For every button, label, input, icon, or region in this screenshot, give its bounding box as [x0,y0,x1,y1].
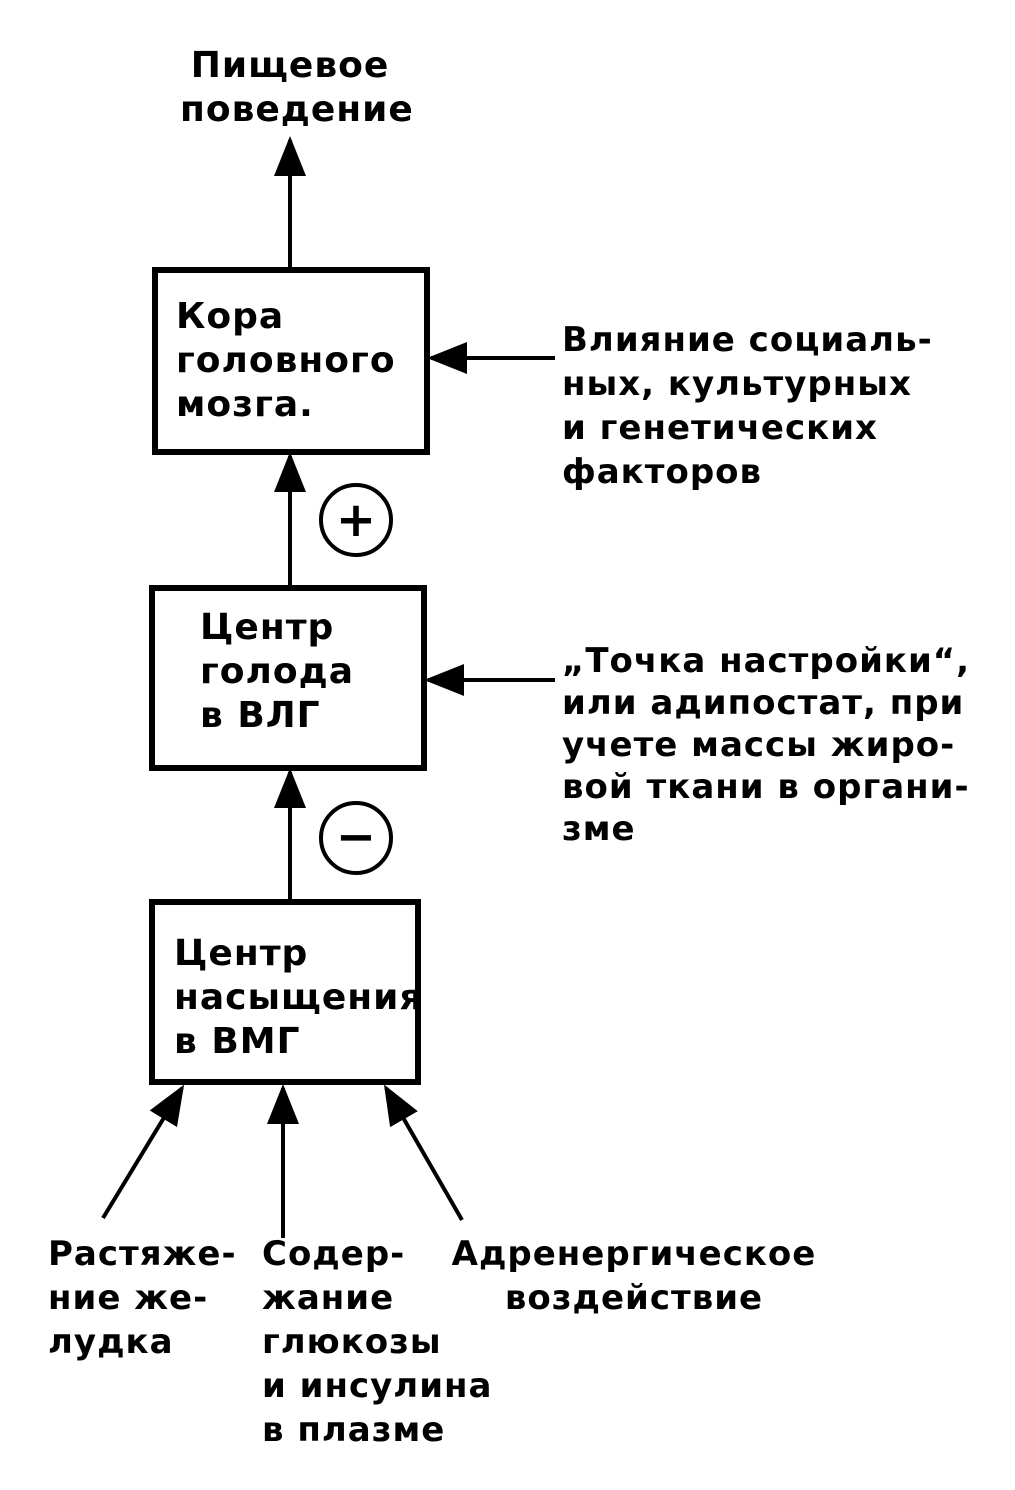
hunger-center-line: Центр [200,607,335,648]
satiety-center-line: Центр [174,933,309,974]
plus-sign-circle [319,483,393,557]
stomach-stretch-label: Растяже- ние же- лудка [48,1232,237,1364]
arrow-adrenergic-to-satiety [384,1084,464,1221]
glucose-insulin-line: и инсулина [262,1366,493,1406]
setpoint-line: зме [562,809,636,849]
social-factors-line: ных, культурных [562,364,912,404]
plus-sign: + [336,492,376,548]
stomach-stretch-line: лудка [48,1322,174,1362]
adrenergic-line: воздействие [504,1278,764,1318]
social-factors-line: факторов [562,452,763,492]
social-factors-line: Влияние социаль- [562,320,933,360]
glucose-insulin-line: глюкозы [262,1322,442,1362]
satiety-box [149,899,421,1085]
setpoint-line: „Точка настройки“, [562,641,971,681]
glucose-insulin-label: Содер- жание глюкозы и инсулина в плазме [262,1232,492,1452]
glucose-insulin-line: жание [262,1278,395,1318]
hunger-center-line: в ВЛГ [200,695,321,736]
feeding-behavior-line: Пищевое [190,45,390,86]
minus-sign-circle [319,801,393,875]
glucose-insulin-line: в плазме [262,1410,446,1450]
setpoint-line: учете массы жиро- [562,725,956,765]
cortex-line: Кора [176,296,285,337]
social-factors-line: и генетических [562,408,878,448]
cortex-box-label: Кора головного мозга. [176,295,396,427]
setpoint-line: или адипостат, при [562,683,965,723]
adrenergic-line: Адренергическое [451,1234,817,1274]
feeding-behavior-line: поведение [180,89,414,130]
setpoint-line: вой ткани в органи- [562,767,970,807]
arrow-stretch-to-satiety [101,1084,185,1220]
hunger-center-line: голода [200,651,355,692]
satiety-center-line: в ВМГ [174,1021,301,1062]
stomach-stretch-line: ние же- [48,1278,209,1318]
satiety-center-label: Центр насыщения в ВМГ [174,932,424,1064]
stomach-stretch-line: Растяже- [48,1234,237,1274]
cortex-line: головного [176,340,396,381]
setpoint-label: „Точка настройки“, или адипостат, при уч… [562,640,970,850]
cortex-line: мозга. [176,384,314,425]
satiety-center-line: насыщения [174,977,424,1018]
adrenergic-label: Адренергическое воздействие [444,1232,824,1320]
minus-sign: − [336,809,376,865]
feeding-behavior-label: Пищевое поведение [180,44,414,132]
hunger-center-label: Центр голода в ВЛГ [200,606,354,738]
social-factors-label: Влияние социаль- ных, культурных и генет… [562,318,933,494]
glucose-insulin-line: Содер- [262,1234,406,1274]
